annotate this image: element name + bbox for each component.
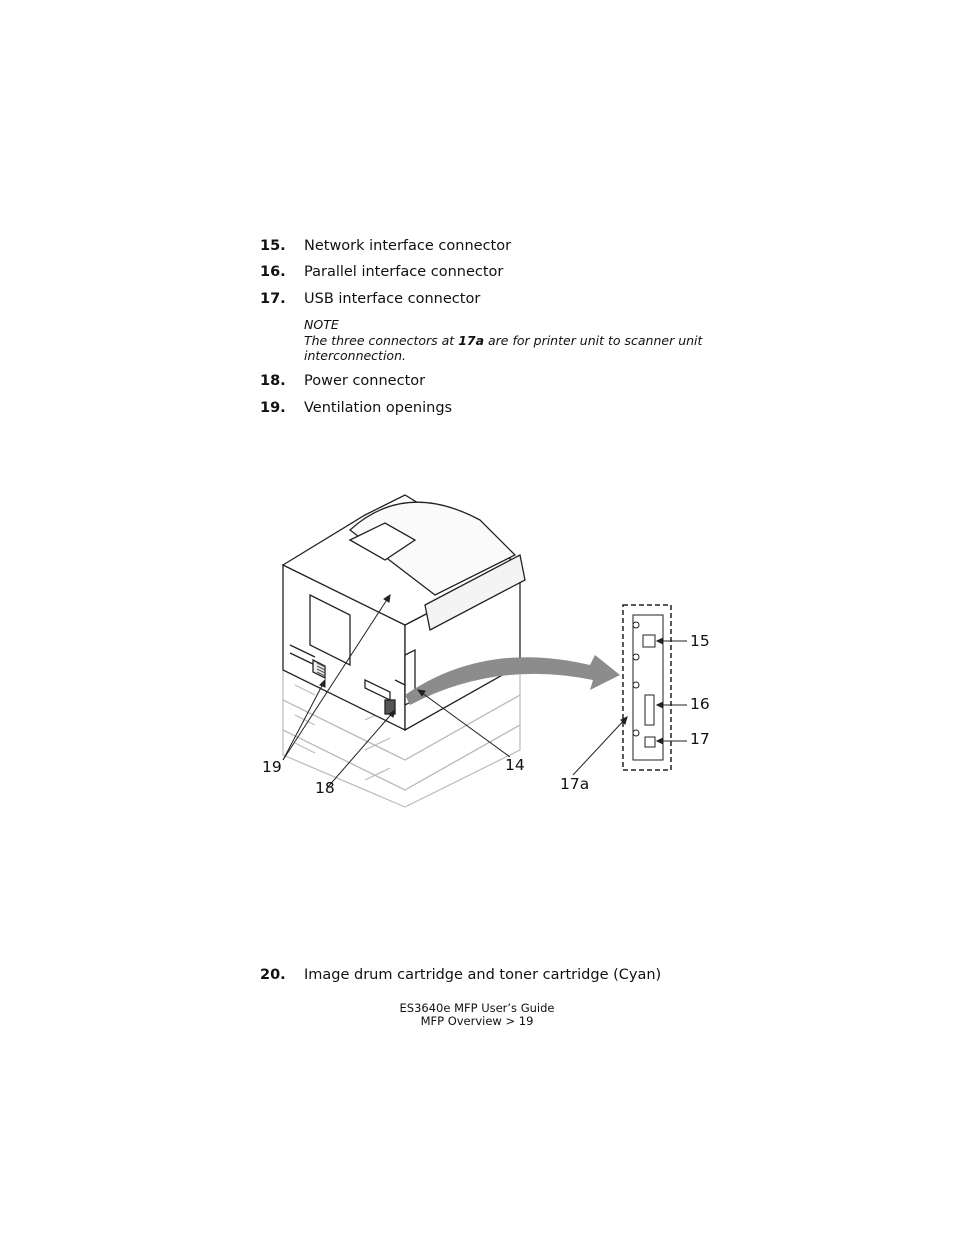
item-text: USB interface connector [304,291,481,307]
footer-breadcrumb: MFP Overview > 19 [420,1014,534,1028]
callout-18: 18 [315,779,335,797]
item-number: 16. [260,264,286,280]
item-text: Image drum cartridge and toner cartridge… [304,967,662,983]
callout-15: 15 [690,632,710,650]
callout-17a: 17a [560,775,590,793]
note-body: The three connectors at 17a are for prin… [304,333,724,364]
item-text: Ventilation openings [304,400,453,416]
item-text: Power connector [304,373,426,389]
page-footer: ES3640e MFP User’s Guide MFP Overview > … [0,1002,954,1028]
printer-rear-illustration [281,494,687,808]
note-heading: NOTE [304,317,339,332]
note-text: The three connectors at [304,332,459,348]
footer-title: ES3640e MFP User’s Guide [399,1001,555,1015]
note-bold-ref: 17a [458,332,485,348]
item-number: 19. [260,400,286,416]
callout-14: 14 [505,756,525,774]
item-text: Network interface connector [304,238,512,254]
item-number: 15. [260,238,286,254]
item-text: Parallel interface connector [304,264,504,280]
item-number: 17. [260,291,286,307]
callout-19: 19 [262,758,282,776]
item-number: 20. [260,967,286,983]
callout-16: 16 [690,695,710,713]
note-text: are for printer unit to scanner unit int… [304,332,703,364]
item-number: 18. [260,373,286,389]
callout-17: 17 [690,730,710,748]
note-block: NOTE The three connectors at 17a are for… [304,317,724,364]
